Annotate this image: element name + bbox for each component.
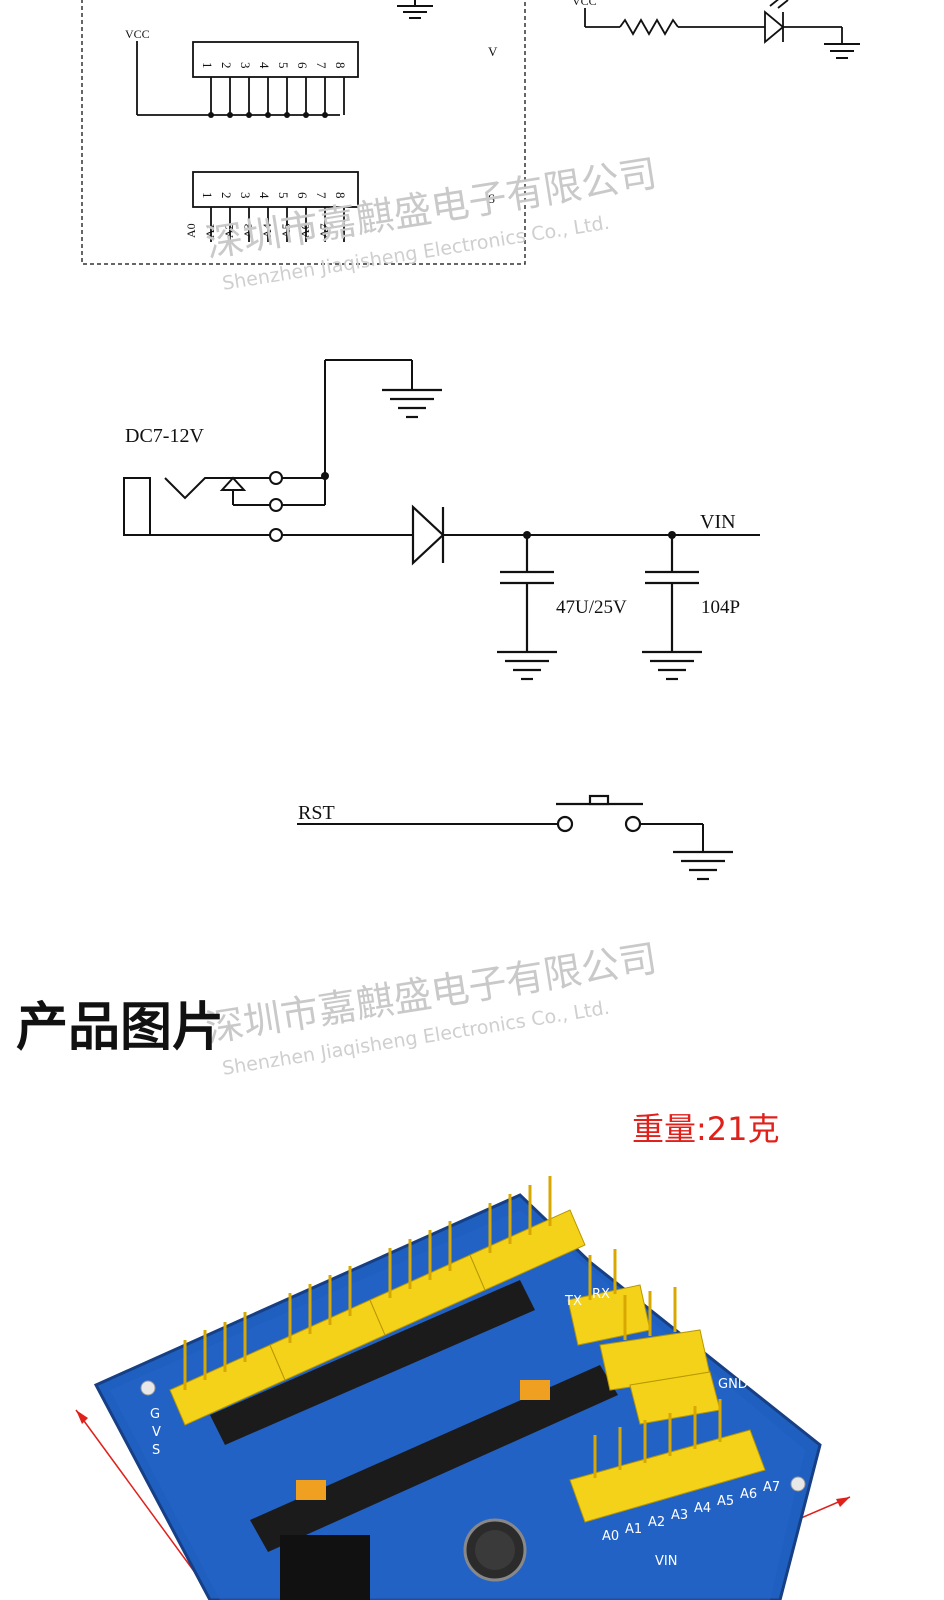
vcc-label-right: VCC xyxy=(572,0,597,8)
svg-text:3: 3 xyxy=(238,192,253,199)
dashed-frame xyxy=(81,0,526,265)
svg-text:A6: A6 xyxy=(298,223,312,238)
svg-text:A2: A2 xyxy=(648,1515,665,1530)
dc-jack-symbol xyxy=(123,471,326,542)
label-v: V xyxy=(488,44,498,59)
svg-text:A3: A3 xyxy=(671,1508,688,1523)
svg-text:4: 4 xyxy=(257,192,272,199)
svg-text:A5: A5 xyxy=(717,1494,734,1509)
svg-text:1: 1 xyxy=(200,192,215,199)
resistor-symbol xyxy=(619,18,679,36)
ground-symbol-reset xyxy=(673,850,733,881)
power-input-schematic: DC7-12V xyxy=(123,359,760,681)
svg-text:A1: A1 xyxy=(203,223,217,238)
dc-jack xyxy=(280,1535,370,1600)
svg-text:2: 2 xyxy=(219,192,234,199)
power-led-schematic: VCC xyxy=(572,0,860,59)
label-s: S xyxy=(488,191,495,206)
svg-text:GND: GND xyxy=(718,1377,748,1392)
svg-text:1: 1 xyxy=(200,62,215,69)
svg-text:4: 4 xyxy=(257,62,272,69)
rst-label: RST xyxy=(298,802,335,824)
smd-component xyxy=(520,1380,550,1400)
section-title: 产品图片 xyxy=(16,998,224,1058)
silkscreen-labels: G V S A0 A1 A2 A3 A4 A5 A6 A7 VIN GND TX… xyxy=(150,1287,780,1569)
connector-lower-pin-numbers: 1 2 3 4 5 6 7 8 xyxy=(200,192,348,199)
svg-text:7: 7 xyxy=(314,192,329,199)
svg-text:V: V xyxy=(152,1425,161,1440)
yellow-headers xyxy=(169,1209,766,1523)
svg-text:VIN: VIN xyxy=(655,1554,677,1569)
reset-schematic: RST xyxy=(297,794,733,881)
svg-text:A2: A2 xyxy=(222,223,236,238)
watermark-lower: 深圳市嘉麒盛电子有限公司 Shenzhen Jiaqisheng Electro… xyxy=(203,936,660,1080)
svg-text:S: S xyxy=(152,1443,160,1458)
led-symbol xyxy=(764,0,789,44)
connector-upper-pin-numbers: 1 2 3 4 5 6 7 8 xyxy=(200,62,348,69)
svg-text:A7: A7 xyxy=(763,1480,780,1495)
cap2-label: 104P xyxy=(701,597,740,618)
svg-text:7: 7 xyxy=(314,62,329,69)
svg-text:A4: A4 xyxy=(260,223,274,238)
connector-lower xyxy=(192,171,359,208)
reset-button-symbol xyxy=(556,794,643,833)
smd-component xyxy=(296,1480,326,1500)
diode-symbol xyxy=(411,504,445,566)
ground-symbol-dc xyxy=(382,388,442,419)
product-photo: G V S A0 A1 A2 A3 A4 A5 A6 A7 VIN GND TX… xyxy=(75,1176,851,1600)
nano-socket-left xyxy=(210,1280,535,1445)
svg-text:RX: RX xyxy=(592,1287,610,1302)
capacitor-electrolytic xyxy=(497,535,557,681)
svg-text:A1: A1 xyxy=(625,1522,642,1537)
svg-text:A7: A7 xyxy=(317,223,331,238)
svg-text:A3: A3 xyxy=(241,223,255,238)
svg-text:5: 5 xyxy=(276,192,291,199)
svg-text:8: 8 xyxy=(333,192,348,199)
nano-socket-right xyxy=(250,1365,618,1552)
connector-lower-leads xyxy=(210,207,345,242)
vcc-label-left: VCC xyxy=(125,27,150,41)
connector-upper-leads xyxy=(210,77,345,115)
svg-text:6: 6 xyxy=(295,192,310,199)
cap1-label: 47U/25V xyxy=(556,597,627,618)
vin-label: VIN xyxy=(700,511,736,533)
ground-symbol-led xyxy=(824,43,860,59)
connector-upper xyxy=(192,41,359,78)
dc-input-label: DC7-12V xyxy=(125,425,204,447)
junction-dots xyxy=(208,112,328,118)
svg-text:TX: TX xyxy=(564,1294,582,1309)
mount-hole xyxy=(140,1380,156,1396)
ground-symbol-top xyxy=(397,0,433,19)
analog-pin-labels: A0 A1 A2 A3 A4 A5 A6 A7 xyxy=(184,223,331,238)
svg-text:6: 6 xyxy=(295,62,310,69)
mount-hole xyxy=(790,1476,806,1492)
header-pin-schematic: VCC 1 2 3 4 5 6 7 8 xyxy=(81,0,526,265)
svg-text:3: 3 xyxy=(238,62,253,69)
svg-text:5: 5 xyxy=(276,62,291,69)
svg-text:A0: A0 xyxy=(602,1529,619,1544)
capacitor-ceramic xyxy=(642,535,702,681)
svg-text:A0: A0 xyxy=(184,223,198,238)
weight-label: 重量:21克 xyxy=(632,1110,780,1148)
svg-text:G: G xyxy=(150,1407,160,1422)
svg-text:8: 8 xyxy=(333,62,348,69)
svg-text:A5: A5 xyxy=(279,223,293,238)
svg-text:A4: A4 xyxy=(694,1501,711,1516)
header-pins xyxy=(183,1176,722,1478)
svg-text:2: 2 xyxy=(219,62,234,69)
svg-text:A6: A6 xyxy=(740,1487,757,1502)
